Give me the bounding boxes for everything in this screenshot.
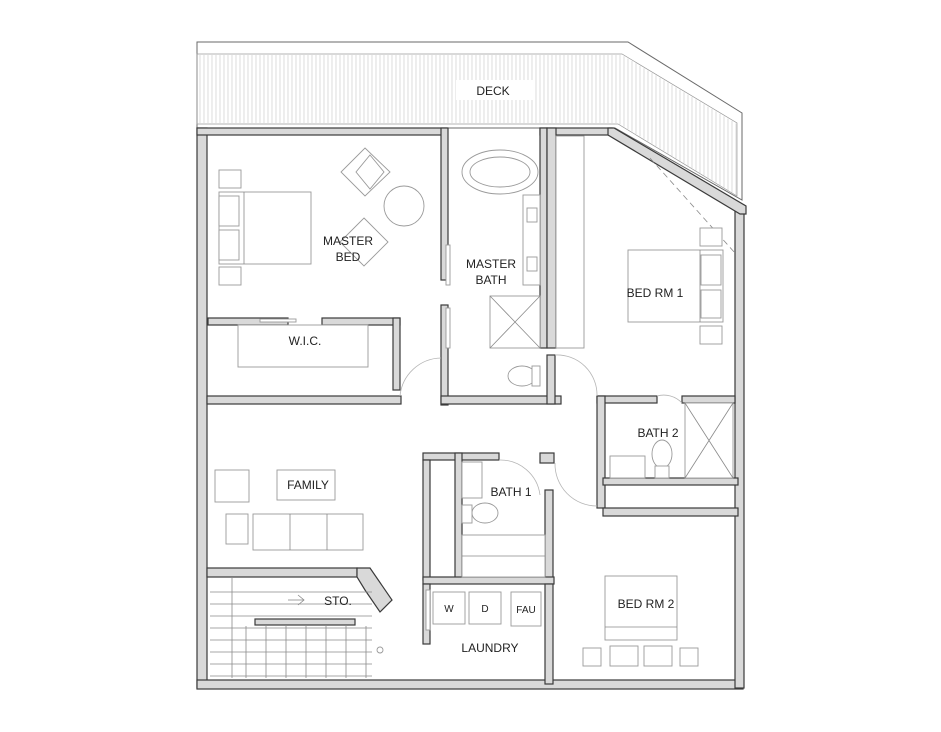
door-swings <box>259 244 683 631</box>
dryer-label: D <box>481 604 488 615</box>
washer-label: W <box>444 604 454 615</box>
label-master-bed-line1: MASTER <box>323 234 373 248</box>
interior-walls <box>206 127 739 685</box>
exterior-walls <box>196 127 747 690</box>
fau-label: FAU <box>516 605 535 616</box>
label-bed-rm-2: BED RM 2 <box>618 597 675 611</box>
master-bath-fixtures <box>461 149 541 387</box>
wic-shelving <box>237 324 369 368</box>
master-bed-furniture <box>218 147 425 286</box>
label-sto: STO. <box>324 594 352 608</box>
label-deck: DECK <box>476 84 509 98</box>
label-bath-1: BATH 1 <box>490 485 531 499</box>
label-laundry: LAUNDRY <box>461 641 518 655</box>
label-wic: W.I.C. <box>289 334 322 348</box>
label-family: FAMILY <box>287 478 329 492</box>
label-master-bath-line2: BATH <box>475 273 506 287</box>
family-furniture <box>214 469 364 551</box>
label-master-bed-line2: BED <box>336 250 361 264</box>
label-bed-rm-1: BED RM 1 <box>627 286 684 300</box>
bath-1-fixtures <box>461 461 546 578</box>
stairs <box>210 577 384 678</box>
label-master-bath-line1: MASTER <box>466 257 516 271</box>
laundry-appliances <box>432 591 542 627</box>
bed-rm-1-furniture <box>555 135 724 349</box>
label-bath-2: BATH 2 <box>637 426 678 440</box>
bath-2-fixtures <box>609 402 734 479</box>
bed-rm-2-furniture <box>582 575 699 667</box>
deck-area <box>196 41 743 201</box>
